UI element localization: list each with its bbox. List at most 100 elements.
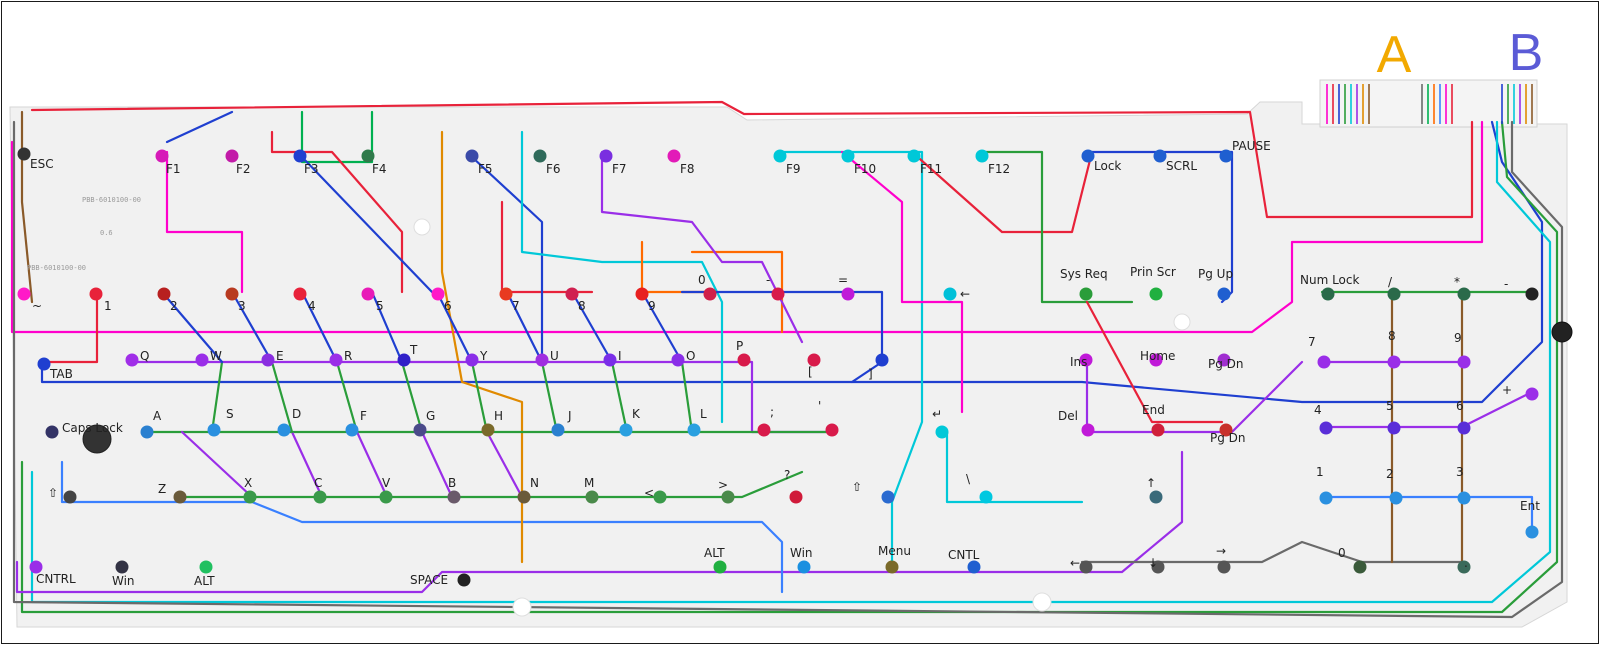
- key-pad: [667, 149, 681, 163]
- key-pad: [635, 287, 649, 301]
- key-pad: [225, 149, 239, 163]
- key-label: Ent: [1520, 499, 1540, 513]
- key-pad: [1079, 353, 1093, 367]
- key-pad: [935, 425, 949, 439]
- key-pad: [225, 287, 239, 301]
- key-pad: [125, 353, 139, 367]
- key-label: F4: [372, 162, 387, 176]
- key-pad: [1217, 560, 1231, 574]
- key-pad: [481, 423, 495, 437]
- key-label: ': [818, 399, 821, 413]
- key-pad: [277, 423, 291, 437]
- key-pad: [115, 560, 129, 574]
- key-label: 7: [1308, 335, 1316, 349]
- key-pg-up-32: Pg Up: [1198, 267, 1233, 301]
- key-pad: [313, 490, 327, 504]
- key-pad: [807, 353, 821, 367]
- key-label: 8: [1388, 329, 1396, 343]
- key-label: A: [153, 409, 162, 423]
- key-f12-12: F12: [975, 149, 1010, 176]
- key-pg-dn-48: Pg Dn: [1208, 353, 1244, 371]
- key-label: F5: [478, 162, 493, 176]
- key-e-36: E: [261, 349, 284, 367]
- key-label: I: [618, 349, 622, 363]
- key-pad: [447, 490, 461, 504]
- key-pad: [907, 149, 921, 163]
- key-2-18: 2: [157, 287, 178, 313]
- key-label: 6: [1456, 399, 1464, 413]
- key-pad: [157, 287, 171, 301]
- connector-b-label: B: [1509, 24, 1544, 82]
- key-pad: [1389, 491, 1403, 505]
- key-pad: [457, 573, 471, 587]
- key-label: C: [314, 476, 322, 490]
- key-y-39: Y: [465, 349, 488, 367]
- key-pad: [17, 147, 31, 161]
- key-label: SPACE: [410, 573, 448, 587]
- key-label: 6: [444, 299, 452, 313]
- key-sym-91: /: [1387, 275, 1401, 301]
- key-pad: [361, 149, 375, 163]
- key-label: +: [1502, 383, 1512, 397]
- key-label: Del: [1058, 409, 1078, 423]
- key-label: ⇧: [852, 480, 862, 494]
- key-pad: [1217, 287, 1231, 301]
- key-label: Win: [790, 546, 813, 560]
- key-esc-0: ESC: [17, 147, 54, 171]
- key-pad: [1319, 491, 1333, 505]
- key-f8-8: F8: [667, 149, 695, 176]
- key-pad: [361, 287, 375, 301]
- membrane-sheet: [9, 101, 1568, 628]
- key-sym-88: ↓: [1148, 556, 1165, 574]
- connector-a-label: A: [1377, 26, 1412, 84]
- key-sym-97: +: [1502, 383, 1539, 401]
- key-label: Lock: [1094, 159, 1121, 173]
- key-j-56: J: [551, 409, 572, 437]
- key-label: Num Lock: [1300, 273, 1360, 287]
- key-8-95: 8: [1387, 329, 1401, 369]
- key-sym-93: -: [1504, 277, 1539, 301]
- key-label: F2: [236, 162, 251, 176]
- key-sym-89: →: [1216, 544, 1231, 574]
- key-label: Q: [140, 349, 149, 363]
- key-label: 4: [1314, 403, 1322, 417]
- key-pad: [517, 490, 531, 504]
- key-f6-6: F6: [533, 149, 561, 176]
- key-s-51: S: [207, 407, 234, 437]
- key-sym-76: ⇧: [852, 480, 895, 504]
- key-o-42: O: [671, 349, 695, 367]
- key-label: 0: [1338, 546, 1346, 560]
- key-label: Pg Dn: [1210, 431, 1246, 445]
- key-v-69: V: [379, 476, 393, 504]
- key-label: E: [276, 349, 284, 363]
- key-label: V: [382, 476, 391, 490]
- key-label: 2: [170, 299, 178, 313]
- key-label: O: [686, 349, 695, 363]
- key-label: G: [426, 409, 435, 423]
- key-i-41: I: [603, 349, 622, 367]
- key-pad: [173, 490, 187, 504]
- key-label: U: [550, 349, 559, 363]
- key-f10-10: F10: [841, 149, 876, 176]
- key-n-71: N: [517, 476, 539, 504]
- key-pad: [63, 490, 77, 504]
- key-sym-28: =: [838, 273, 855, 301]
- key-label: 3: [1456, 465, 1464, 479]
- key-label: TAB: [49, 367, 73, 381]
- key-5-21: 5: [361, 287, 384, 313]
- key-pad: [199, 560, 213, 574]
- key-p-43: P: [736, 339, 751, 367]
- key-label: ?: [784, 468, 790, 482]
- key-label: *: [1454, 275, 1460, 289]
- key-pad: [1151, 560, 1165, 574]
- key-label: →: [1216, 544, 1226, 558]
- key-label: ←: [960, 287, 970, 301]
- pcb-rev: 0.6: [100, 229, 113, 237]
- key-cntl-86: CNTL: [948, 548, 981, 574]
- key-1-17: 1: [89, 287, 112, 313]
- key-f4-4: F4: [361, 149, 387, 176]
- key-pad: [1525, 387, 1539, 401]
- key-label: >: [718, 478, 728, 492]
- key-label: R: [344, 349, 352, 363]
- key-sym-59: ;: [757, 405, 774, 437]
